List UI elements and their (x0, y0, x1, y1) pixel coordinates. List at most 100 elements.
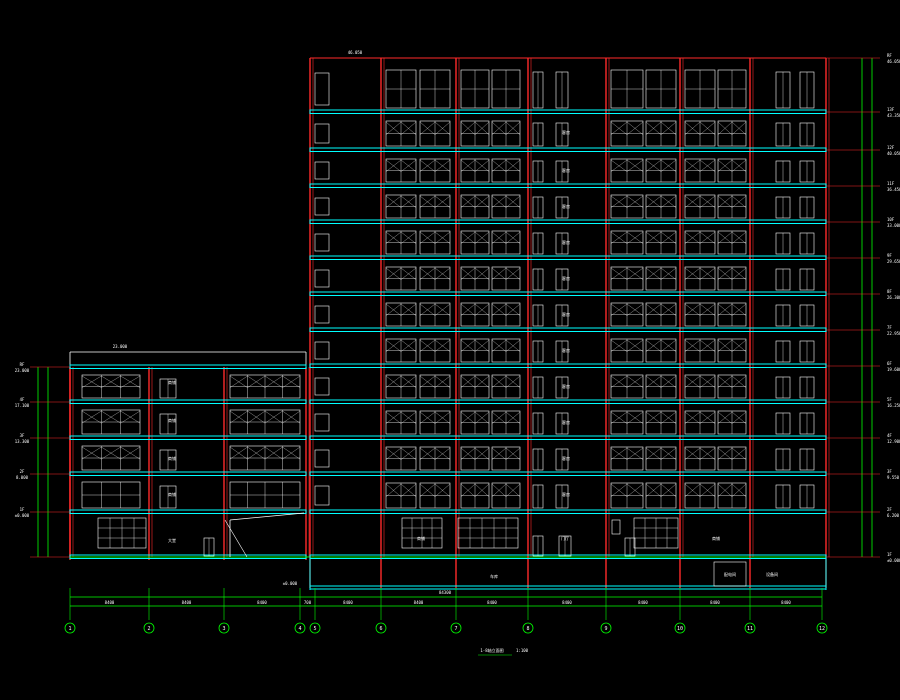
window-sash (660, 121, 677, 135)
window-sash (660, 267, 677, 280)
floor-label: 11F (887, 181, 895, 186)
window-sash (385, 483, 402, 497)
window-sash (434, 447, 451, 460)
window-sash (419, 375, 436, 388)
room-label-ground-1: 商铺 (417, 535, 425, 541)
basement-room-box (713, 561, 747, 587)
window-sash (684, 267, 701, 280)
floor-elevation: 9.550 (887, 475, 900, 480)
window-sash (434, 375, 451, 388)
window-sash (610, 483, 628, 497)
floor-label: 8F (887, 289, 892, 294)
window-sash (645, 375, 662, 388)
room-label-typical: 客房 (562, 239, 570, 245)
window-sash (626, 231, 644, 244)
axis-label: 9 (604, 626, 607, 632)
window-sash (385, 231, 402, 244)
axis-bubble (674, 622, 686, 634)
window-sash (419, 231, 436, 244)
floor-label: 7F (887, 325, 892, 330)
window-sash (474, 159, 490, 172)
window-sash (731, 159, 747, 172)
window-sash (474, 303, 490, 316)
window-sash (626, 447, 644, 460)
window-sash (400, 375, 417, 388)
window-sash (491, 303, 507, 316)
window-sash (419, 159, 436, 172)
window-sash (491, 267, 507, 280)
window-sash (385, 411, 402, 424)
side-window (314, 197, 330, 216)
axis-bubble (294, 622, 306, 634)
room-label-typical: 客房 (562, 203, 570, 209)
window-sash (434, 121, 451, 135)
window-sash (400, 303, 417, 316)
side-window (314, 305, 330, 324)
floor-label: 2F (887, 507, 892, 512)
window-sash (610, 303, 628, 316)
window-sash (247, 410, 266, 424)
window-sash (660, 159, 677, 172)
window-sash (460, 121, 476, 135)
axis-dimension-text: 8400 (414, 600, 424, 605)
window-sash (491, 339, 507, 352)
axis-label: 7 (454, 626, 457, 632)
window-sash (419, 483, 436, 497)
axis-label: 5 (313, 626, 316, 632)
floor-label: 3F (887, 469, 892, 474)
axis-label: 1 (68, 626, 71, 632)
window-set (81, 69, 815, 557)
window-sash (717, 303, 733, 316)
window-sash (491, 195, 507, 208)
axis-bubble (64, 622, 76, 634)
podium-floor-label: 4F (20, 397, 25, 402)
window-sash (400, 411, 417, 424)
floor-label: 10F (887, 217, 895, 222)
axis-bubble (816, 622, 828, 634)
ramp-edge (224, 519, 248, 558)
side-window (314, 485, 330, 506)
room-label-typical: 客房 (562, 491, 570, 497)
window-sash (731, 447, 747, 460)
room-label-basement-2: 配电间 (724, 571, 736, 577)
window-sash (419, 303, 436, 316)
axis-bubble (744, 622, 756, 634)
room-label-typical: 客房 (562, 455, 570, 461)
axis-label: 3 (222, 626, 225, 632)
window-sash (247, 446, 266, 460)
floor-label: 1F (887, 552, 892, 557)
window-sash (505, 231, 521, 244)
window-sash (660, 411, 677, 424)
podium-elevation: 17.100 (15, 403, 30, 408)
window-sash (474, 231, 490, 244)
window-sash (731, 375, 747, 388)
axis-label: 4 (298, 626, 301, 632)
axis-dimension-text: 8400 (105, 600, 115, 605)
window-sash (731, 303, 747, 316)
window-sash (419, 267, 436, 280)
window-sash (419, 447, 436, 460)
ramp-slope (229, 512, 305, 521)
window-sash (474, 195, 490, 208)
axis-label: 6 (379, 626, 382, 632)
floor-elevation: 29.650 (887, 259, 900, 264)
window-sash (731, 231, 747, 244)
podium-roof-elevation: 23.000 (113, 344, 128, 349)
side-window (314, 233, 330, 252)
axis-label: 11 (747, 626, 753, 632)
room-label-typical: 客房 (562, 311, 570, 317)
window-sash (699, 375, 716, 388)
window-sash (699, 267, 716, 280)
window-sash (434, 159, 451, 172)
side-window (314, 161, 330, 180)
floor-label: 12F (887, 145, 895, 150)
window-sash (474, 375, 490, 388)
window-sash (120, 410, 141, 424)
window-sash (434, 231, 451, 244)
axis-dimension-text: 8400 (638, 600, 648, 605)
podium-elevation: ±0.000 (15, 513, 30, 518)
window-sash (717, 339, 733, 352)
window-sash (460, 159, 476, 172)
window-sash (264, 375, 283, 388)
window-sash (731, 411, 747, 424)
